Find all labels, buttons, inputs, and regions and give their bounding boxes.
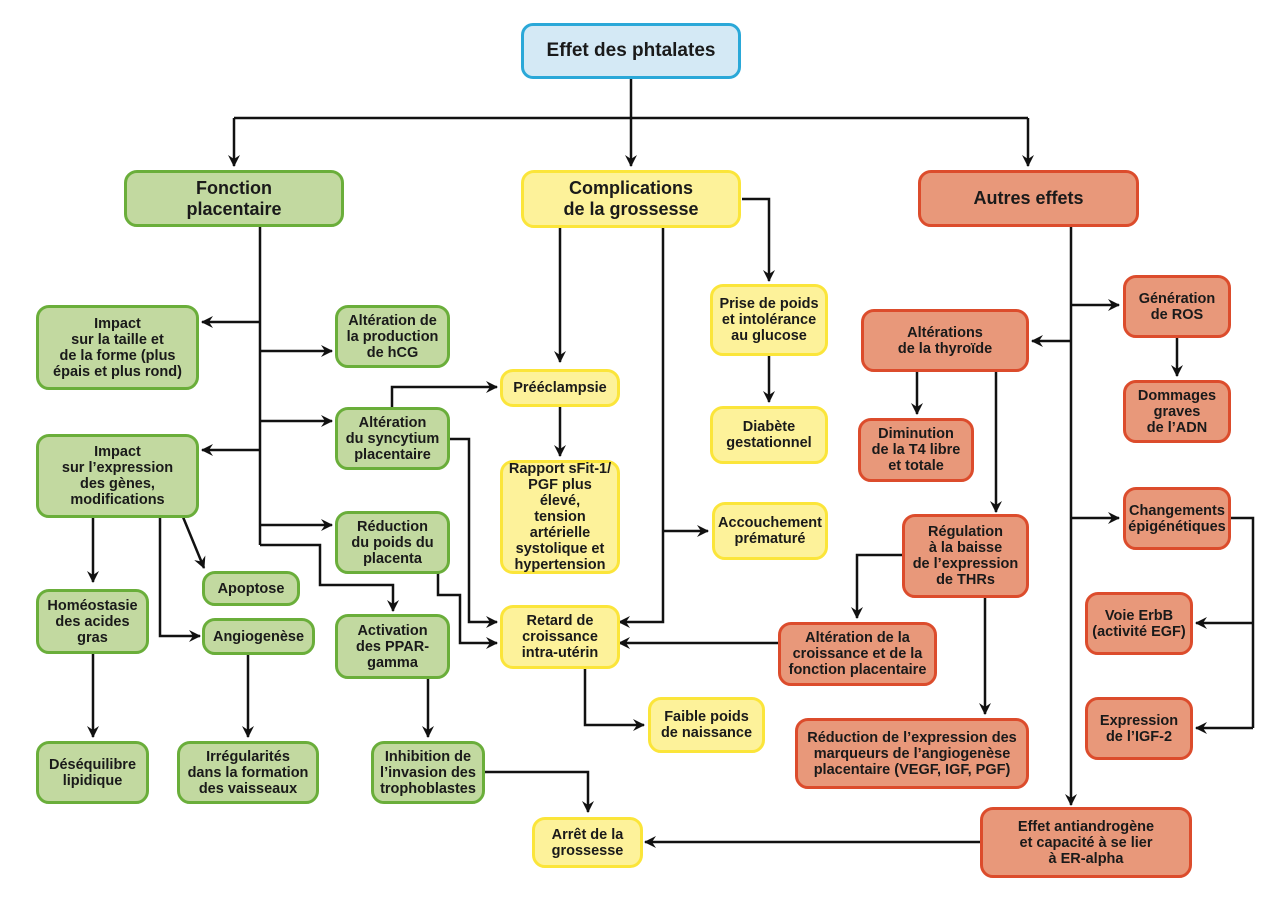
edge-regulation-alteration (851, 553, 902, 619)
edge-pregnancy-prise-poids (742, 197, 775, 282)
node-antiandrogene: Effet antiandrogène et capacité à se lie… (980, 807, 1192, 878)
node-regulation-thr: Régulation à la baisse de l’expression d… (902, 514, 1029, 598)
node-syncytium: Altération du syncytium placentaire (335, 407, 450, 470)
node-impact-taille: Impact sur la taille et de la forme (plu… (36, 305, 199, 390)
node-inhibition: Inhibition de l’invasion des trophoblast… (371, 741, 485, 804)
node-ros: Génération de ROS (1123, 275, 1231, 338)
root-node: Effet des phtalates (521, 23, 741, 79)
node-alteration-croissance: Altération de la croissance et de la fon… (778, 622, 937, 686)
edge-retard-faible-poids (583, 668, 645, 731)
category-other-effects: Autres effets (918, 170, 1139, 227)
node-ppar: Activation des PPAR- gamma (335, 614, 450, 679)
edge-genes-apoptose (181, 516, 206, 569)
node-reduction-poids: Réduction du poids du placenta (335, 511, 450, 574)
node-retard: Retard de croissance intra-utérin (500, 605, 620, 669)
node-angiogenese: Angiogenèse (202, 618, 315, 655)
node-irregularites: Irrégularités dans la formation des vais… (177, 741, 319, 804)
node-desequilibre: Déséquilibre lipidique (36, 741, 149, 804)
node-arret: Arrêt de la grossesse (532, 817, 643, 868)
node-igf2: Expression de l’IGF-2 (1085, 697, 1193, 760)
node-impact-genes: Impact sur l’expression des gènes, modif… (36, 434, 199, 518)
node-apoptose: Apoptose (202, 571, 300, 606)
node-preeclampsie: Prééclampsie (500, 369, 620, 407)
node-adn: Dommages graves de l’ADN (1123, 380, 1231, 443)
node-faible-poids: Faible poids de naissance (648, 697, 765, 753)
edge-syncytium-preeclampsie (390, 381, 498, 407)
category-placental-function: Fonction placentaire (124, 170, 344, 227)
edge-to-ppar (260, 543, 399, 612)
edge-pregnancy-trunk (618, 228, 665, 628)
node-diabete: Diabète gestationnel (710, 406, 828, 464)
node-reduction-marqueurs: Réduction de l’expression des marqueurs … (795, 718, 1029, 789)
edge-genes-angiogenese (158, 517, 201, 642)
edge-reduction-retard (436, 573, 498, 649)
node-thyroide: Altérations de la thyroïde (861, 309, 1029, 372)
edge-inhibition-arret (485, 770, 594, 813)
node-homeostasie: Homéostasie des acides gras (36, 589, 149, 654)
node-erbb: Voie ErbB (activité EGF) (1085, 592, 1193, 655)
node-epigenetique: Changements épigénétiques (1123, 487, 1231, 550)
category-pregnancy-complications: Complications de la grossesse (521, 170, 741, 228)
node-t4: Diminution de la T4 libre et totale (858, 418, 974, 482)
edge-epi-branch (1228, 516, 1255, 728)
node-rapport: Rapport sFit-1/ PGF plus élevé, tension … (500, 460, 620, 574)
edge-syncytium-retard (448, 437, 498, 628)
node-accouchement: Accouchement prématuré (712, 502, 828, 560)
node-hcg: Altération de la production de hCG (335, 305, 450, 368)
node-prise-poids: Prise de poids et intolérance au glucose (710, 284, 828, 356)
